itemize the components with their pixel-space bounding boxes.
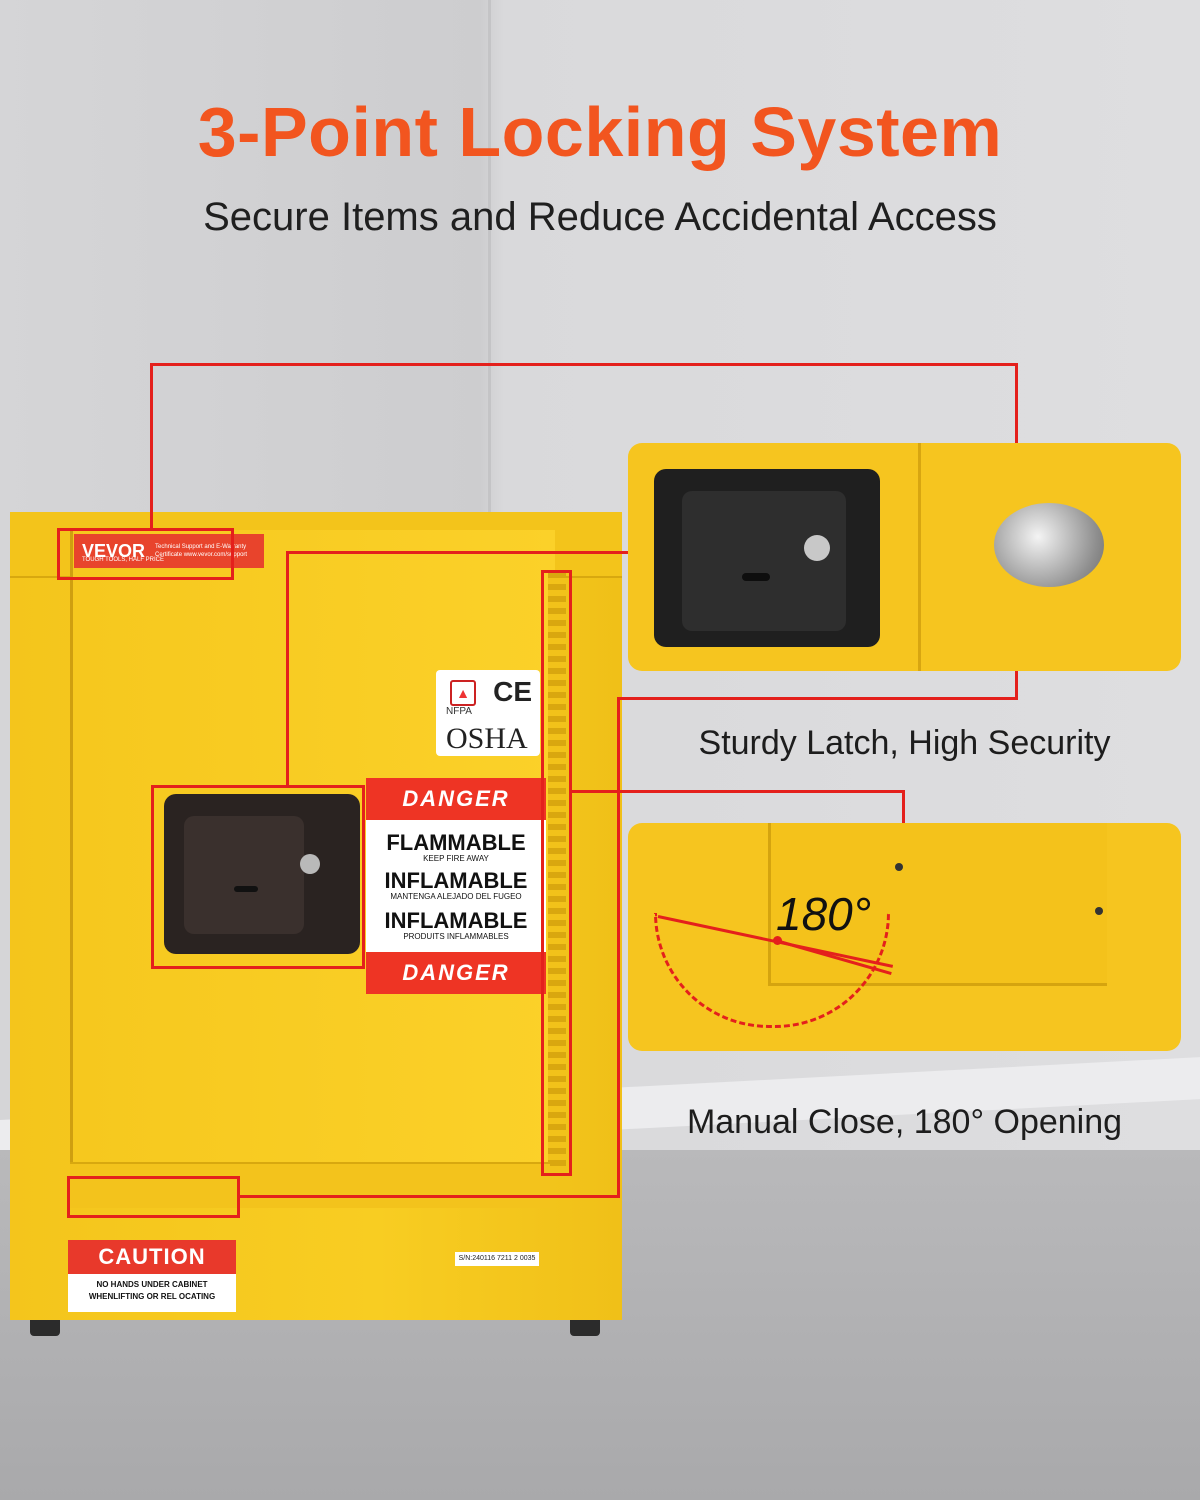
danger-line1-sub: KEEP FIRE AWAY [423,854,489,863]
page-subtitle: Secure Items and Reduce Accidental Acces… [203,195,997,239]
opening-detail-panel: 180° [628,823,1181,1051]
key-icon [300,854,320,874]
latch-slot [742,573,770,581]
latch-handle-closeup [682,491,846,631]
callout-box-latch [151,785,365,969]
caution-label: CAUTION NO HANDS UNDER CABINET WHENLIFTI… [68,1240,236,1312]
connector-line [1015,363,1018,443]
connector-line [240,1195,620,1198]
danger-bottom: DANGER [366,952,546,994]
screw [1095,907,1103,915]
brand-tagline: TOUGH TOOLS, HALF PRICE [82,557,165,563]
latch-closeup [654,469,880,647]
pivot-point [773,936,782,945]
fire-icon: ▲ [450,680,476,706]
caution-head: CAUTION [68,1240,236,1274]
latch-handle [184,816,304,934]
connector-line [150,363,1018,366]
caution-line2: WHENLIFTING OR REL OCATING [88,1292,216,1301]
support-text: Technical Support and E-Warranty Certifi… [155,544,248,558]
certification-label: ▲ CE NFPA OSHA [436,670,540,756]
connector-line [286,551,630,554]
bottom-sill [70,1162,550,1208]
danger-top: DANGER [366,778,546,820]
cabinet-foot-right [570,1320,600,1336]
connector-line [902,790,905,824]
key-icon [804,535,830,561]
lock-knob [994,503,1104,587]
latch-detail-panel [628,443,1181,671]
ce-mark: CE [493,676,532,707]
connector-line [617,697,620,1198]
wall-corner [488,0,491,520]
angle-label: 180° [776,888,872,940]
caution-line1: NO HANDS UNDER CABINET [96,1280,208,1289]
piano-hinge [548,572,566,1172]
callout-box-top [57,528,234,580]
osha-mark: OSHA [446,722,528,755]
page-title: 3-Point Locking System [197,93,1003,171]
latch-caption: Sturdy Latch, High Security [698,724,1111,762]
connector-line [1015,670,1018,700]
callout-box-hinge [541,570,572,1176]
danger-line1: FLAMMABLE [386,830,526,855]
door-latch [164,794,360,954]
callout-box-bottom [67,1176,240,1218]
screw [895,863,903,871]
connector-line [572,790,905,793]
connector-line [150,363,153,529]
connector-line [286,551,289,787]
latch-slot [234,886,258,892]
danger-line3-sub: PRODUITS INFLAMMABLES [403,932,509,941]
danger-line2: INFLAMABLE [384,868,528,893]
hinge-caption: Manual Close, 180° Opening [686,1103,1123,1141]
door-edge [918,443,921,671]
brand-name: VEVOR [82,540,146,561]
danger-line2-sub: MANTENGA ALEJADO DEL FUGEO [390,892,522,901]
nfpa-mark: NFPA [446,706,472,717]
danger-line3: INFLAMABLE [384,908,528,933]
cabinet-foot-left [30,1320,60,1336]
connector-line [617,697,1018,700]
serial-number: S/N:240116 7211 2 0035 [455,1252,539,1266]
danger-label: DANGER FLAMMABLE KEEP FIRE AWAY INFLAMAB… [366,778,546,994]
